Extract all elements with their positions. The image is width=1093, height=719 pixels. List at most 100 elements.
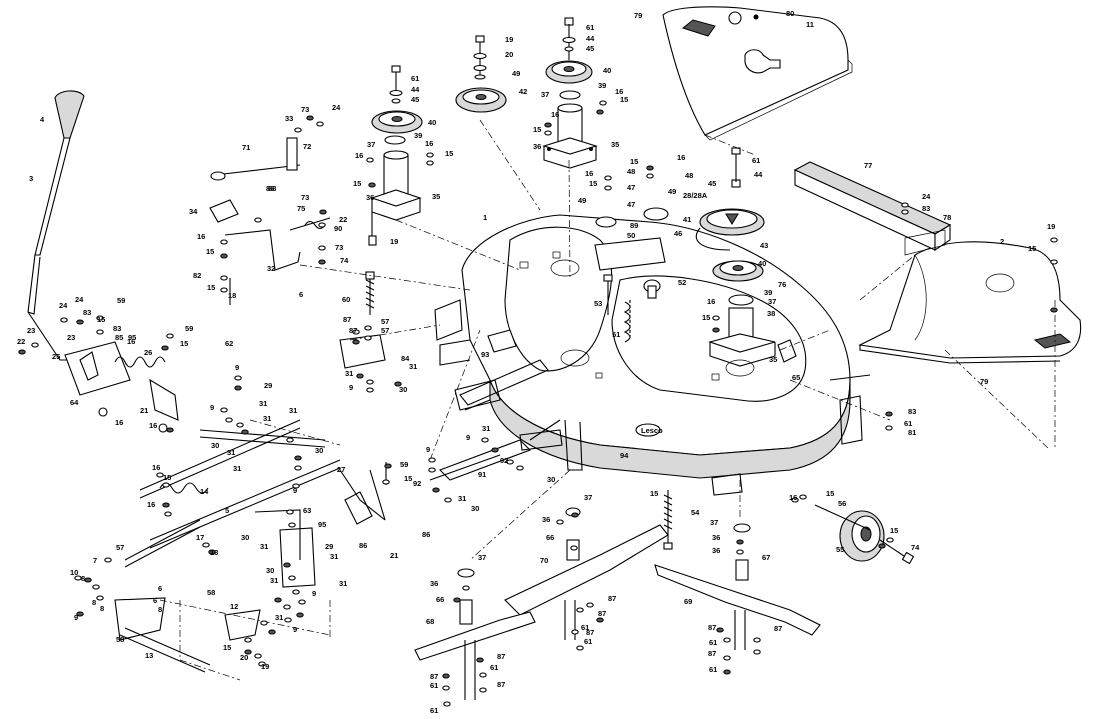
callout-c17: 17 bbox=[196, 533, 204, 542]
callout-c24c: 24 bbox=[332, 103, 341, 112]
callout-c59a: 59 bbox=[117, 296, 125, 305]
spindle-assembly-right bbox=[708, 294, 797, 367]
hardware-part bbox=[162, 482, 170, 488]
callout-c48b: 48 bbox=[685, 171, 693, 180]
callout-c87a: 87 bbox=[343, 315, 351, 324]
hardware-part bbox=[596, 617, 604, 623]
callout-c61c: 61 bbox=[752, 156, 760, 165]
callout-c9c: 9 bbox=[293, 486, 297, 495]
hardware-part bbox=[234, 385, 242, 391]
callout-c31d: 31 bbox=[227, 448, 235, 457]
hardware-part bbox=[736, 549, 744, 555]
callout-c1: 1 bbox=[483, 213, 487, 222]
callout-c9b: 9 bbox=[210, 403, 214, 412]
hardware-part bbox=[286, 509, 294, 515]
hardware-part bbox=[208, 549, 216, 555]
callout-c47a: 47 bbox=[627, 183, 635, 192]
callout-c87f: 87 bbox=[708, 623, 716, 632]
callout-c31e: 31 bbox=[233, 464, 241, 473]
callout-c8c: 8 bbox=[100, 604, 104, 613]
callout-c12: 12 bbox=[230, 602, 238, 611]
callout-c30g: 30 bbox=[266, 566, 274, 575]
callout-c61i: 61 bbox=[490, 663, 498, 672]
callout-c5: 5 bbox=[225, 506, 229, 515]
callout-c87c: 87 bbox=[608, 594, 616, 603]
hardware-part bbox=[885, 411, 893, 417]
callout-c20a: 20 bbox=[505, 50, 513, 59]
callout-c72: 72 bbox=[303, 142, 311, 151]
hardware-part bbox=[318, 222, 326, 228]
callout-c16d: 16 bbox=[425, 139, 433, 148]
hardware-part bbox=[442, 673, 450, 679]
callout-c7: 7 bbox=[93, 556, 97, 565]
callout-c45b: 45 bbox=[586, 44, 594, 53]
callout-c65: 65 bbox=[792, 373, 800, 382]
hardware-part bbox=[318, 259, 326, 265]
callout-c26: 26 bbox=[144, 348, 152, 357]
callout-c37d: 37 bbox=[584, 493, 592, 502]
callout-c45a: 45 bbox=[411, 95, 419, 104]
hardware-part bbox=[544, 122, 552, 128]
callout-c70: 70 bbox=[540, 556, 548, 565]
callout-c15d: 15 bbox=[207, 283, 215, 292]
callout-c95a: 95 bbox=[128, 333, 136, 342]
hardware-part bbox=[76, 319, 84, 325]
hardware-part bbox=[364, 325, 372, 331]
callout-c30f: 30 bbox=[241, 533, 249, 542]
hardware-part bbox=[244, 649, 252, 655]
hardware-part bbox=[356, 373, 364, 379]
callout-c14: 14 bbox=[200, 487, 209, 496]
hardware-part bbox=[576, 645, 584, 651]
callout-c15r: 15 bbox=[223, 643, 231, 652]
callout-c49a: 49 bbox=[578, 196, 586, 205]
callout-c58a: 58 bbox=[116, 635, 124, 644]
callout-c15n: 15 bbox=[404, 474, 412, 483]
callout-c15q: 15 bbox=[890, 526, 898, 535]
callout-c19c: 19 bbox=[1047, 222, 1055, 231]
callout-c61a: 61 bbox=[411, 74, 419, 83]
callout-c20b: 20 bbox=[240, 653, 248, 662]
callout-c30d: 30 bbox=[471, 504, 479, 513]
callout-c28: 28/28A bbox=[683, 191, 708, 200]
hardware-part bbox=[723, 655, 731, 661]
callout-c19a: 19 bbox=[390, 237, 398, 246]
hardware-part bbox=[443, 701, 451, 707]
callout-c85: 85 bbox=[115, 333, 123, 342]
callout-c6a: 6 bbox=[299, 290, 303, 299]
callout-c77: 77 bbox=[864, 161, 872, 170]
hardware-part bbox=[453, 597, 461, 603]
callout-c87g: 87 bbox=[708, 649, 716, 658]
hardware-part bbox=[92, 584, 100, 590]
callout-c15h: 15 bbox=[620, 95, 628, 104]
callout-c31m: 31 bbox=[339, 579, 347, 588]
callout-c83a: 83 bbox=[83, 308, 91, 317]
assembly-lines bbox=[159, 119, 1056, 681]
callout-c60: 60 bbox=[342, 295, 350, 304]
hardware-part bbox=[236, 422, 244, 428]
callout-c16h: 16 bbox=[677, 153, 685, 162]
callout-c22a: 22 bbox=[17, 337, 25, 346]
hardware-part bbox=[878, 543, 886, 549]
callout-c18a: 18 bbox=[228, 291, 236, 300]
callout-c44c: 44 bbox=[754, 170, 763, 179]
hardware-part bbox=[18, 349, 26, 355]
hardware-part bbox=[220, 287, 228, 293]
callout-c15k: 15 bbox=[702, 313, 710, 322]
callout-c9i: 9 bbox=[312, 589, 316, 598]
hardware-part bbox=[292, 483, 300, 489]
svg-text:Lesco: Lesco bbox=[641, 426, 663, 435]
hardware-part bbox=[254, 217, 262, 223]
callout-c15g: 15 bbox=[533, 125, 541, 134]
callout-c30c: 30 bbox=[399, 385, 407, 394]
callout-c61g: 61 bbox=[709, 638, 717, 647]
hardware-part bbox=[254, 653, 262, 659]
callout-c18b: 18 bbox=[210, 548, 218, 557]
callout-c71: 71 bbox=[242, 143, 250, 152]
callout-c13: 13 bbox=[145, 651, 153, 660]
callout-c15m: 15 bbox=[163, 473, 171, 482]
hardware-part bbox=[220, 407, 228, 413]
callout-c29a: 29 bbox=[264, 381, 272, 390]
callout-c36f: 36 bbox=[430, 579, 438, 588]
